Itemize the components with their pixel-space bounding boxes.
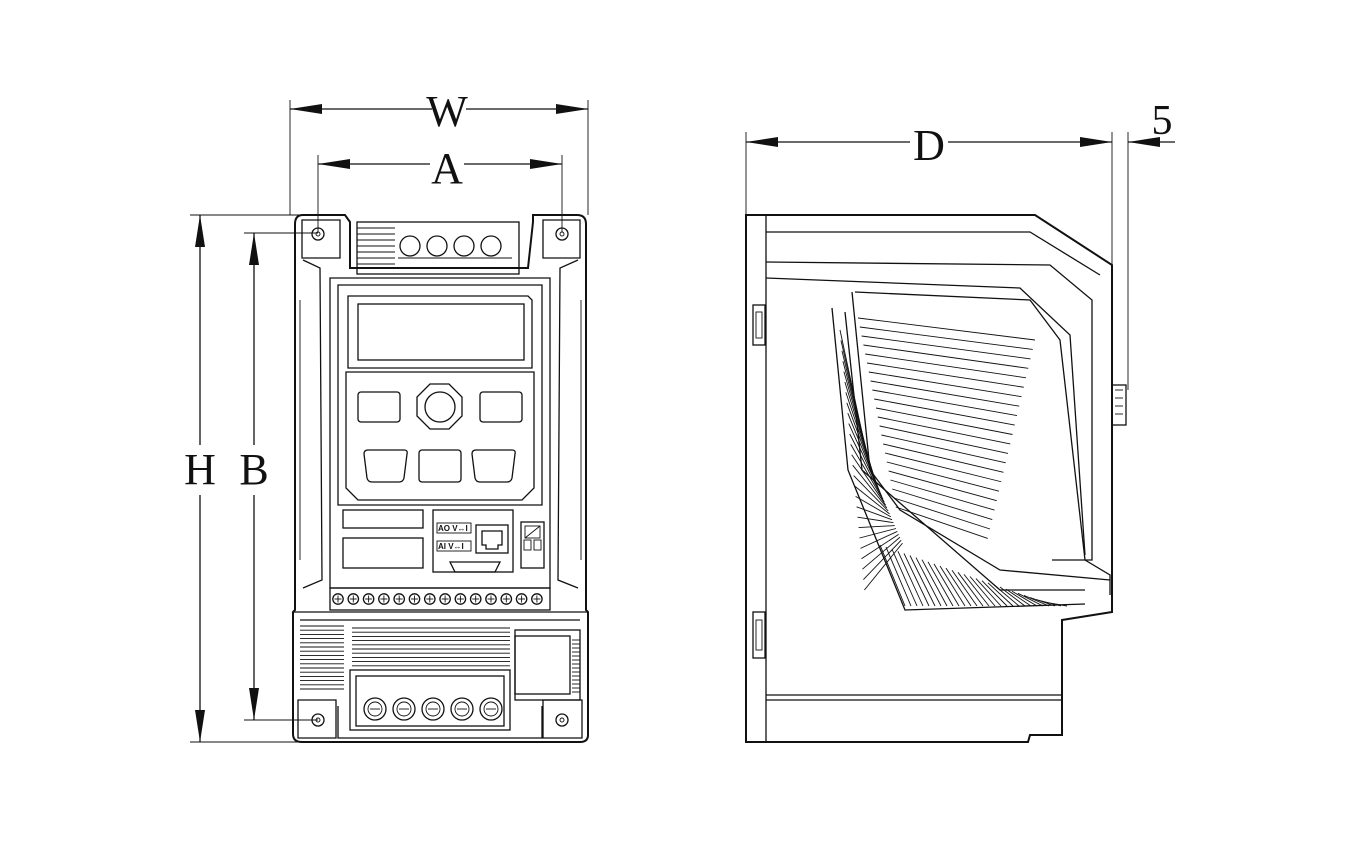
mount-hole-bottom-left [297,699,337,739]
front-knob [1111,384,1127,426]
control-terminal-screw [378,593,390,605]
control-terminal-screw [531,593,543,605]
lcd-display [347,295,533,369]
front-view: AO V↔I AI V↔I [292,214,589,743]
dimension-5-label: 5 [1152,98,1173,144]
power-terminal-screw [392,697,416,721]
lower-vent-grille [300,625,580,693]
control-terminal-screw [393,593,406,605]
control-terminal-screw [439,593,451,605]
rotary-knob [416,383,463,430]
dimension-h-label: H [184,445,216,494]
front-dimensions: W A H B [184,87,589,743]
mount-hole-bottom-right [542,699,583,739]
dimension-b-label: B [239,445,268,494]
side-view [745,214,1127,743]
side-slot-lower [752,611,766,659]
cooling-fins [839,317,1068,607]
control-terminal-strip [329,587,551,611]
power-terminal-screw [479,697,503,721]
ai-switch-tag: AI V↔I [438,542,464,551]
rj45-port [475,524,509,554]
key-top-left [357,391,401,423]
mount-hole-top-left [301,219,341,259]
side-dimensions: D 5 [745,98,1175,390]
control-terminal-screw [485,593,497,605]
control-terminal-screw [469,593,482,605]
dip-switch [520,521,545,569]
control-terminal-screw [332,593,344,605]
key-bottom-left [363,449,408,483]
power-terminal-block [349,669,511,731]
dimension-d-label: D [913,121,945,170]
mount-hole-top-right [542,219,581,259]
power-terminal-screw [363,697,387,721]
side-slot-upper [752,304,766,346]
dimension-a-label: A [431,144,463,193]
top-terminal-block [356,221,520,275]
control-terminal-screw [362,593,375,605]
dimension-w-label: W [426,87,468,136]
power-terminal-screw [421,697,445,721]
control-terminal-screw [423,593,436,605]
io-switch-panel: AO V↔I AI V↔I [432,509,514,573]
key-bottom-right [471,449,516,483]
control-terminal-screw [347,593,360,605]
control-terminal-screw [515,593,528,605]
key-bottom-middle [418,449,462,483]
control-terminal-screw [454,593,467,605]
control-terminal-screw [408,593,421,605]
control-terminal-screw [500,593,513,605]
key-top-right [479,391,523,423]
ao-switch-tag: AO V↔I [438,524,468,533]
power-terminal-screw [450,697,474,721]
